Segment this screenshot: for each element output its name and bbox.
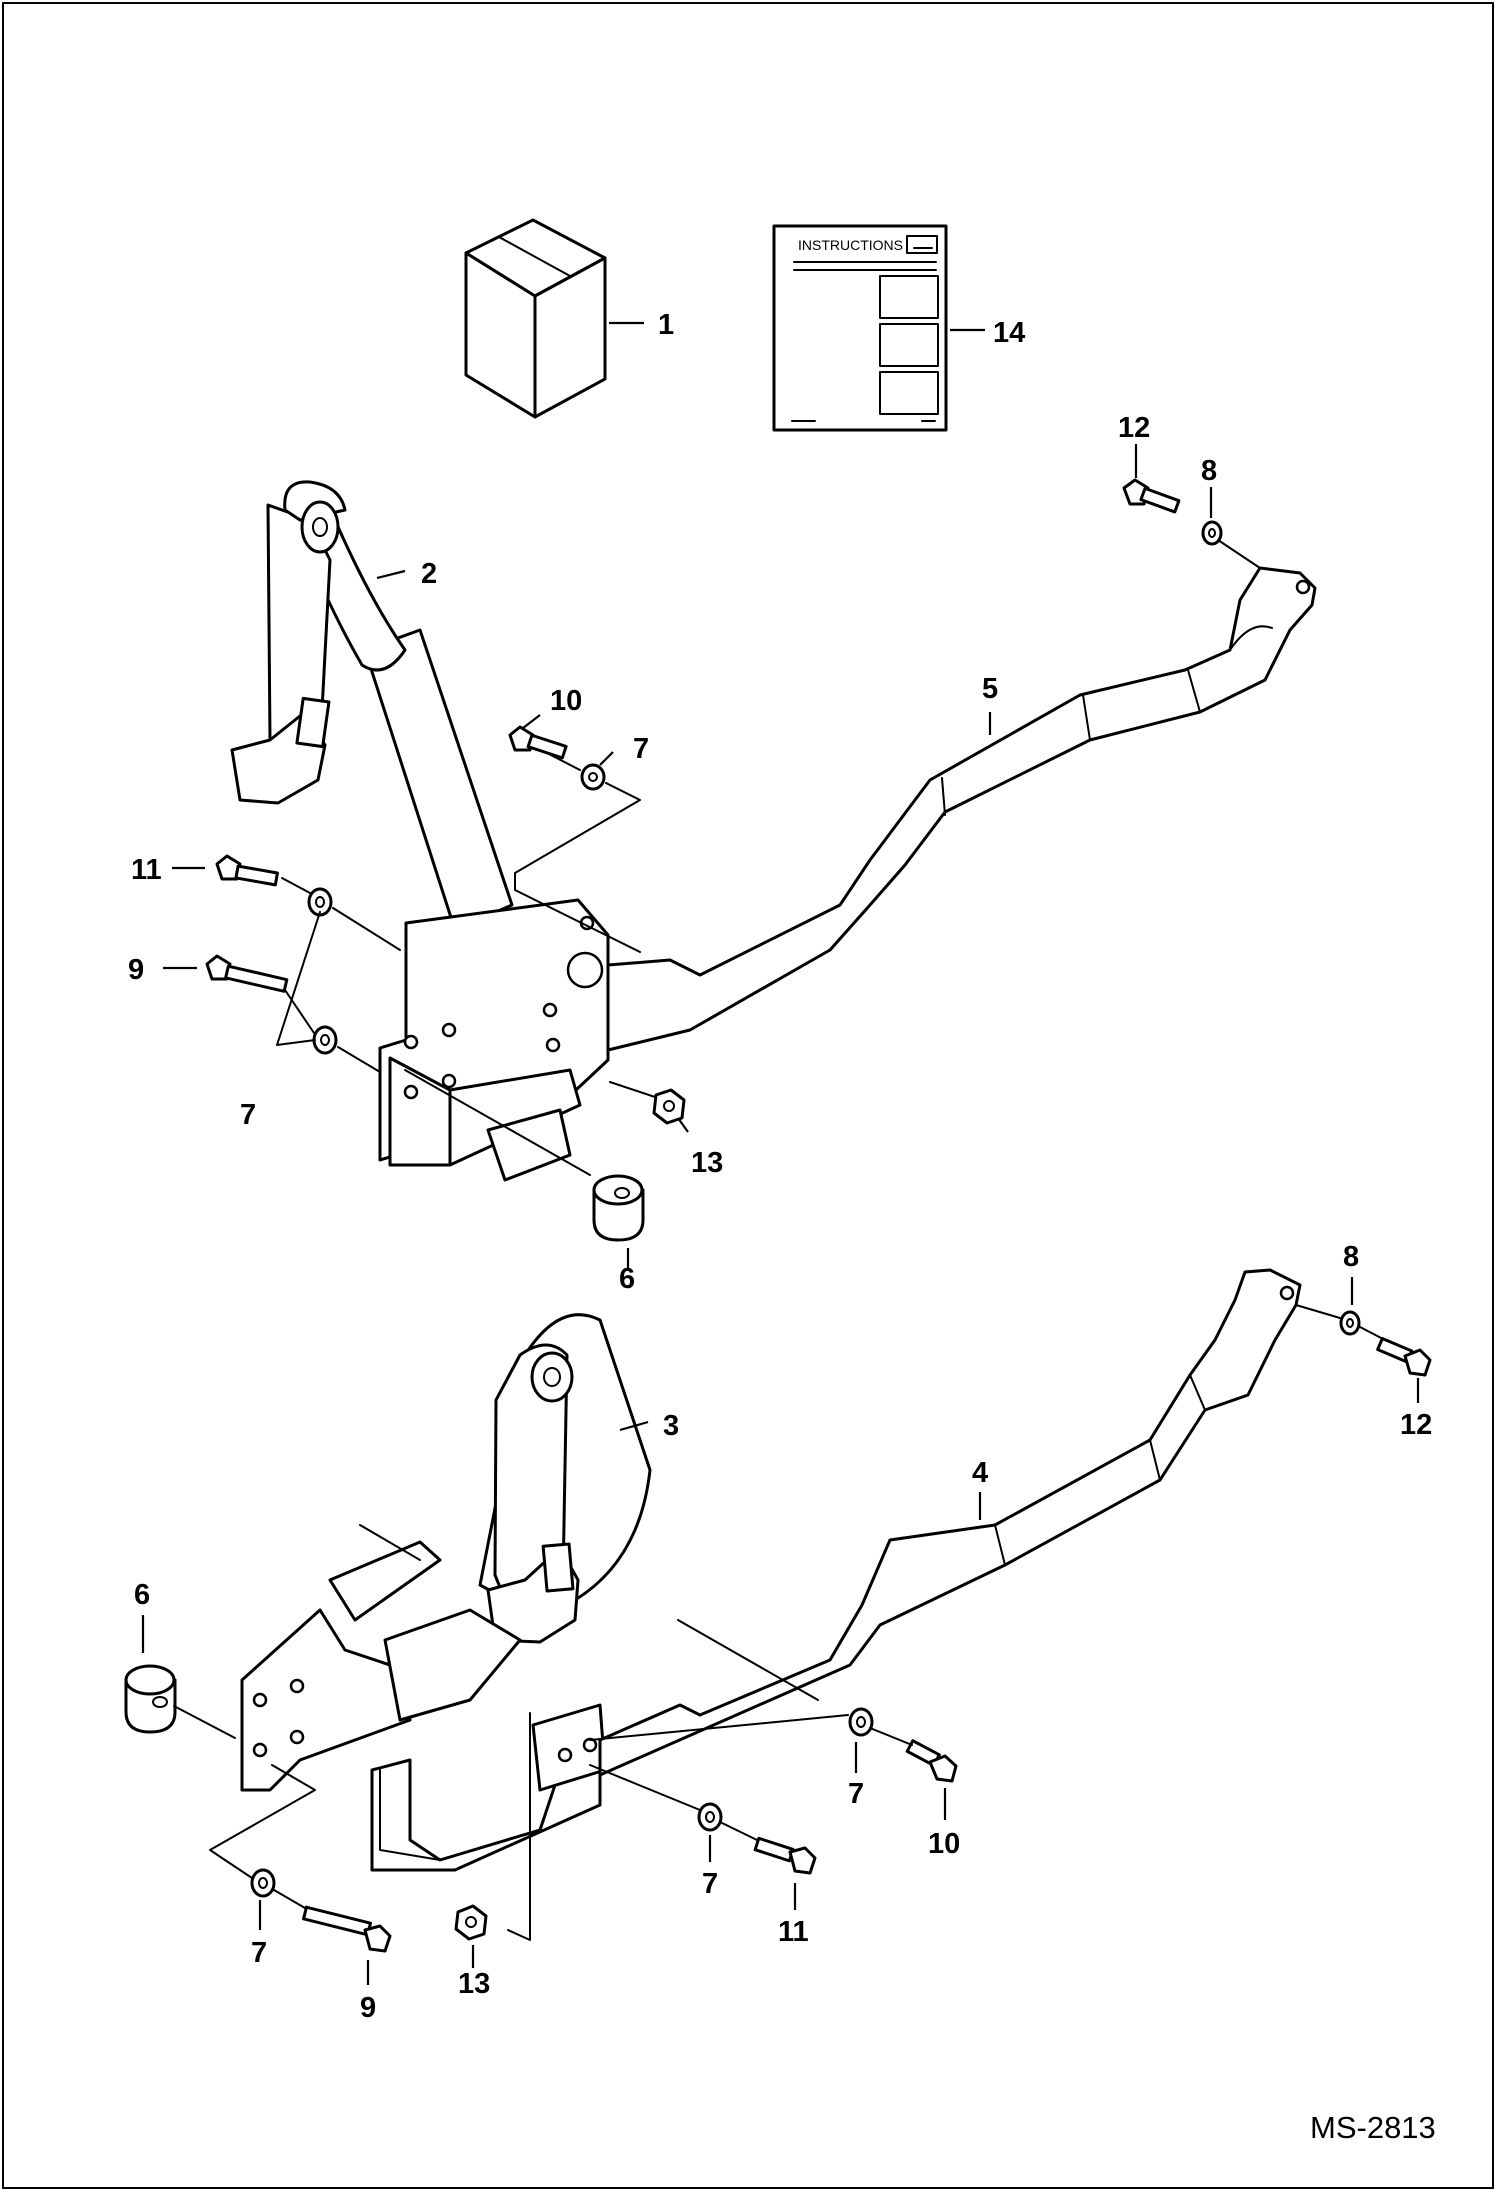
callout-7-upper-right: 7 [633,733,649,765]
callout-7-lower-right: 7 [848,1778,864,1810]
spacer-icon [124,1664,177,1734]
callout-1: 1 [658,309,674,341]
mount-bracket-lower [240,1313,652,1872]
bolt-icon [205,954,289,993]
callout-9-lower: 9 [360,1992,376,2024]
callout-6-lower: 6 [134,1579,150,1611]
box-icon [464,218,607,419]
callout-10-lower: 10 [928,1828,960,1860]
callout-7-lower-left: 7 [251,1937,267,1969]
callout-5: 5 [982,673,998,705]
callout-leaders [141,321,1420,1985]
callout-11-lower: 11 [778,1916,809,1948]
washer-icon [697,1802,723,1832]
callout-4: 4 [972,1457,988,1489]
washer-icon [312,1025,338,1055]
callout-2: 2 [421,558,437,590]
washer-icon [848,1707,874,1737]
bolt-icon [508,725,568,760]
washer-icon [250,1868,276,1898]
washer-icon [1339,1310,1361,1336]
bolt-icon [905,1739,958,1783]
callout-11-upper: 11 [131,854,162,886]
callout-7-upper-left: 7 [240,1099,256,1131]
callout-13-upper: 13 [691,1147,723,1179]
callout-numbers: 1 14 2 12 8 10 7 5 11 9 7 13 6 8 12 3 4 … [128,309,1432,2024]
manual-icon: INSTRUCTIONS [772,224,948,432]
callout-10-upper: 10 [550,685,582,717]
frame-rail-upper [606,566,1317,1052]
washer-icon [580,763,606,791]
bolt-icon [1122,478,1181,514]
callout-13-lower: 13 [458,1968,490,2000]
callout-3: 3 [663,1410,679,1442]
drawing-reference: MS-2813 [1310,2110,1436,2145]
bolt-icon [1376,1336,1432,1377]
callout-8-lower: 8 [1343,1241,1359,1273]
callout-7-lower-mid: 7 [702,1868,718,1900]
callout-6-upper: 6 [619,1263,635,1295]
bolt-icon [215,854,279,887]
manual-title: INSTRUCTIONS [798,237,903,253]
frame-rail-lower [598,1268,1302,1777]
washer-icon [1201,520,1223,546]
callout-8-upper: 8 [1201,455,1217,487]
bolt-icon [753,1836,817,1875]
callout-9-upper: 9 [128,954,144,986]
assembly-lines [173,539,1386,1941]
spacer-icon [592,1174,645,1242]
nut-icon [454,1904,488,1941]
callout-12-upper: 12 [1118,412,1150,444]
callout-14: 14 [993,317,1025,349]
nut-icon [652,1088,686,1125]
bolt-icon [302,1905,392,1953]
callout-12-lower: 12 [1400,1409,1432,1441]
mount-bracket-upper [230,480,610,1182]
